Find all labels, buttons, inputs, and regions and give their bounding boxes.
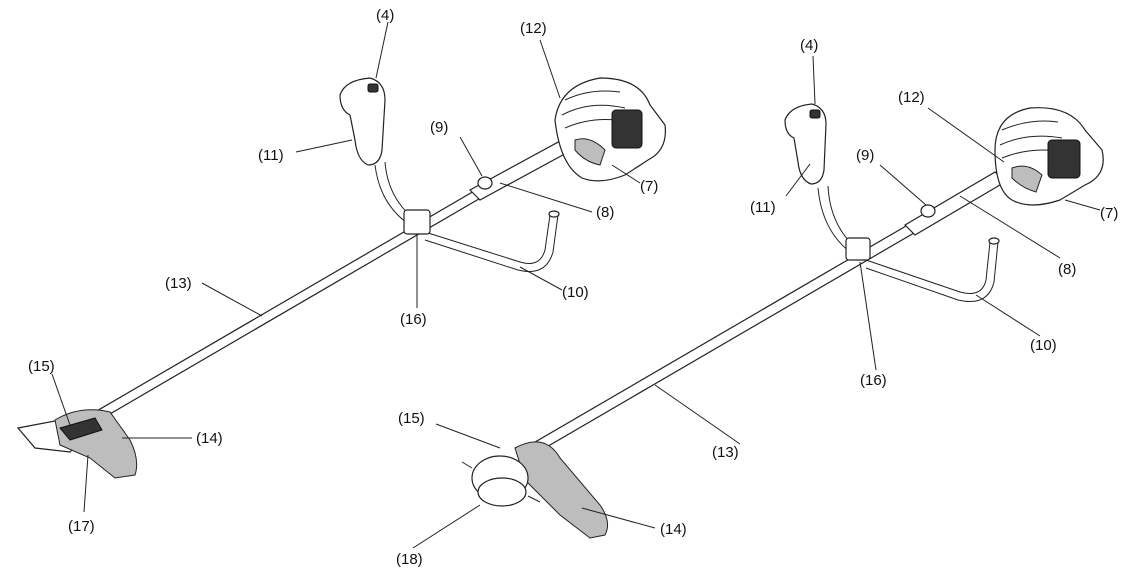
right-cutting-head: [461, 441, 609, 539]
right-engine: [994, 107, 1104, 206]
right-label-18: (18): [396, 551, 423, 568]
left-engine: [554, 77, 666, 182]
left-label-7: (7): [640, 178, 658, 195]
right-label-15: (15): [398, 410, 425, 427]
right-label-14: (14): [660, 521, 687, 538]
right-brushcutter: (4) (12) (9) (11) (7) (8) (10) (16) (15)…: [396, 37, 1118, 568]
right-label-10: (10): [1030, 337, 1057, 354]
right-label-13: (13): [712, 444, 739, 461]
right-handle-bar: [817, 187, 851, 253]
right-barrier-bar: [865, 241, 991, 294]
right-label-16: (16): [860, 372, 887, 389]
right-clamp: [845, 237, 871, 261]
left-label-13: (13): [165, 275, 192, 292]
left-label-4: (4): [376, 7, 394, 24]
left-label-15: (15): [28, 358, 55, 375]
left-barrier-bar: [424, 214, 551, 264]
left-label-9: (9): [430, 119, 448, 136]
left-label-8: (8): [596, 204, 614, 221]
left-label-16: (16): [400, 311, 427, 328]
left-drive-tube: [469, 139, 573, 201]
left-label-10: (10): [562, 284, 589, 301]
left-clamp: [403, 209, 431, 235]
left-label-11: (11): [258, 147, 284, 164]
right-label-9: (9): [856, 147, 874, 164]
right-label-4: (4): [800, 37, 818, 54]
left-cutting-head: [16, 409, 138, 479]
right-label-11: (11): [750, 199, 776, 216]
right-label-7: (7): [1100, 205, 1118, 222]
right-hanger: [920, 204, 936, 218]
right-throttle-grip: [784, 103, 827, 185]
left-label-12: (12): [520, 20, 547, 37]
left-label-17: (17): [68, 518, 95, 535]
left-label-14: (14): [196, 430, 223, 447]
left-hanger: [477, 176, 493, 190]
left-throttle-grip: [339, 77, 386, 166]
right-drive-tube: [904, 171, 1006, 236]
right-label-12: (12): [898, 89, 925, 106]
right-label-8: (8): [1058, 261, 1076, 278]
left-brushcutter: (4) (12) (11) (9) (7) (8) (10) (13) (16)…: [16, 7, 666, 535]
